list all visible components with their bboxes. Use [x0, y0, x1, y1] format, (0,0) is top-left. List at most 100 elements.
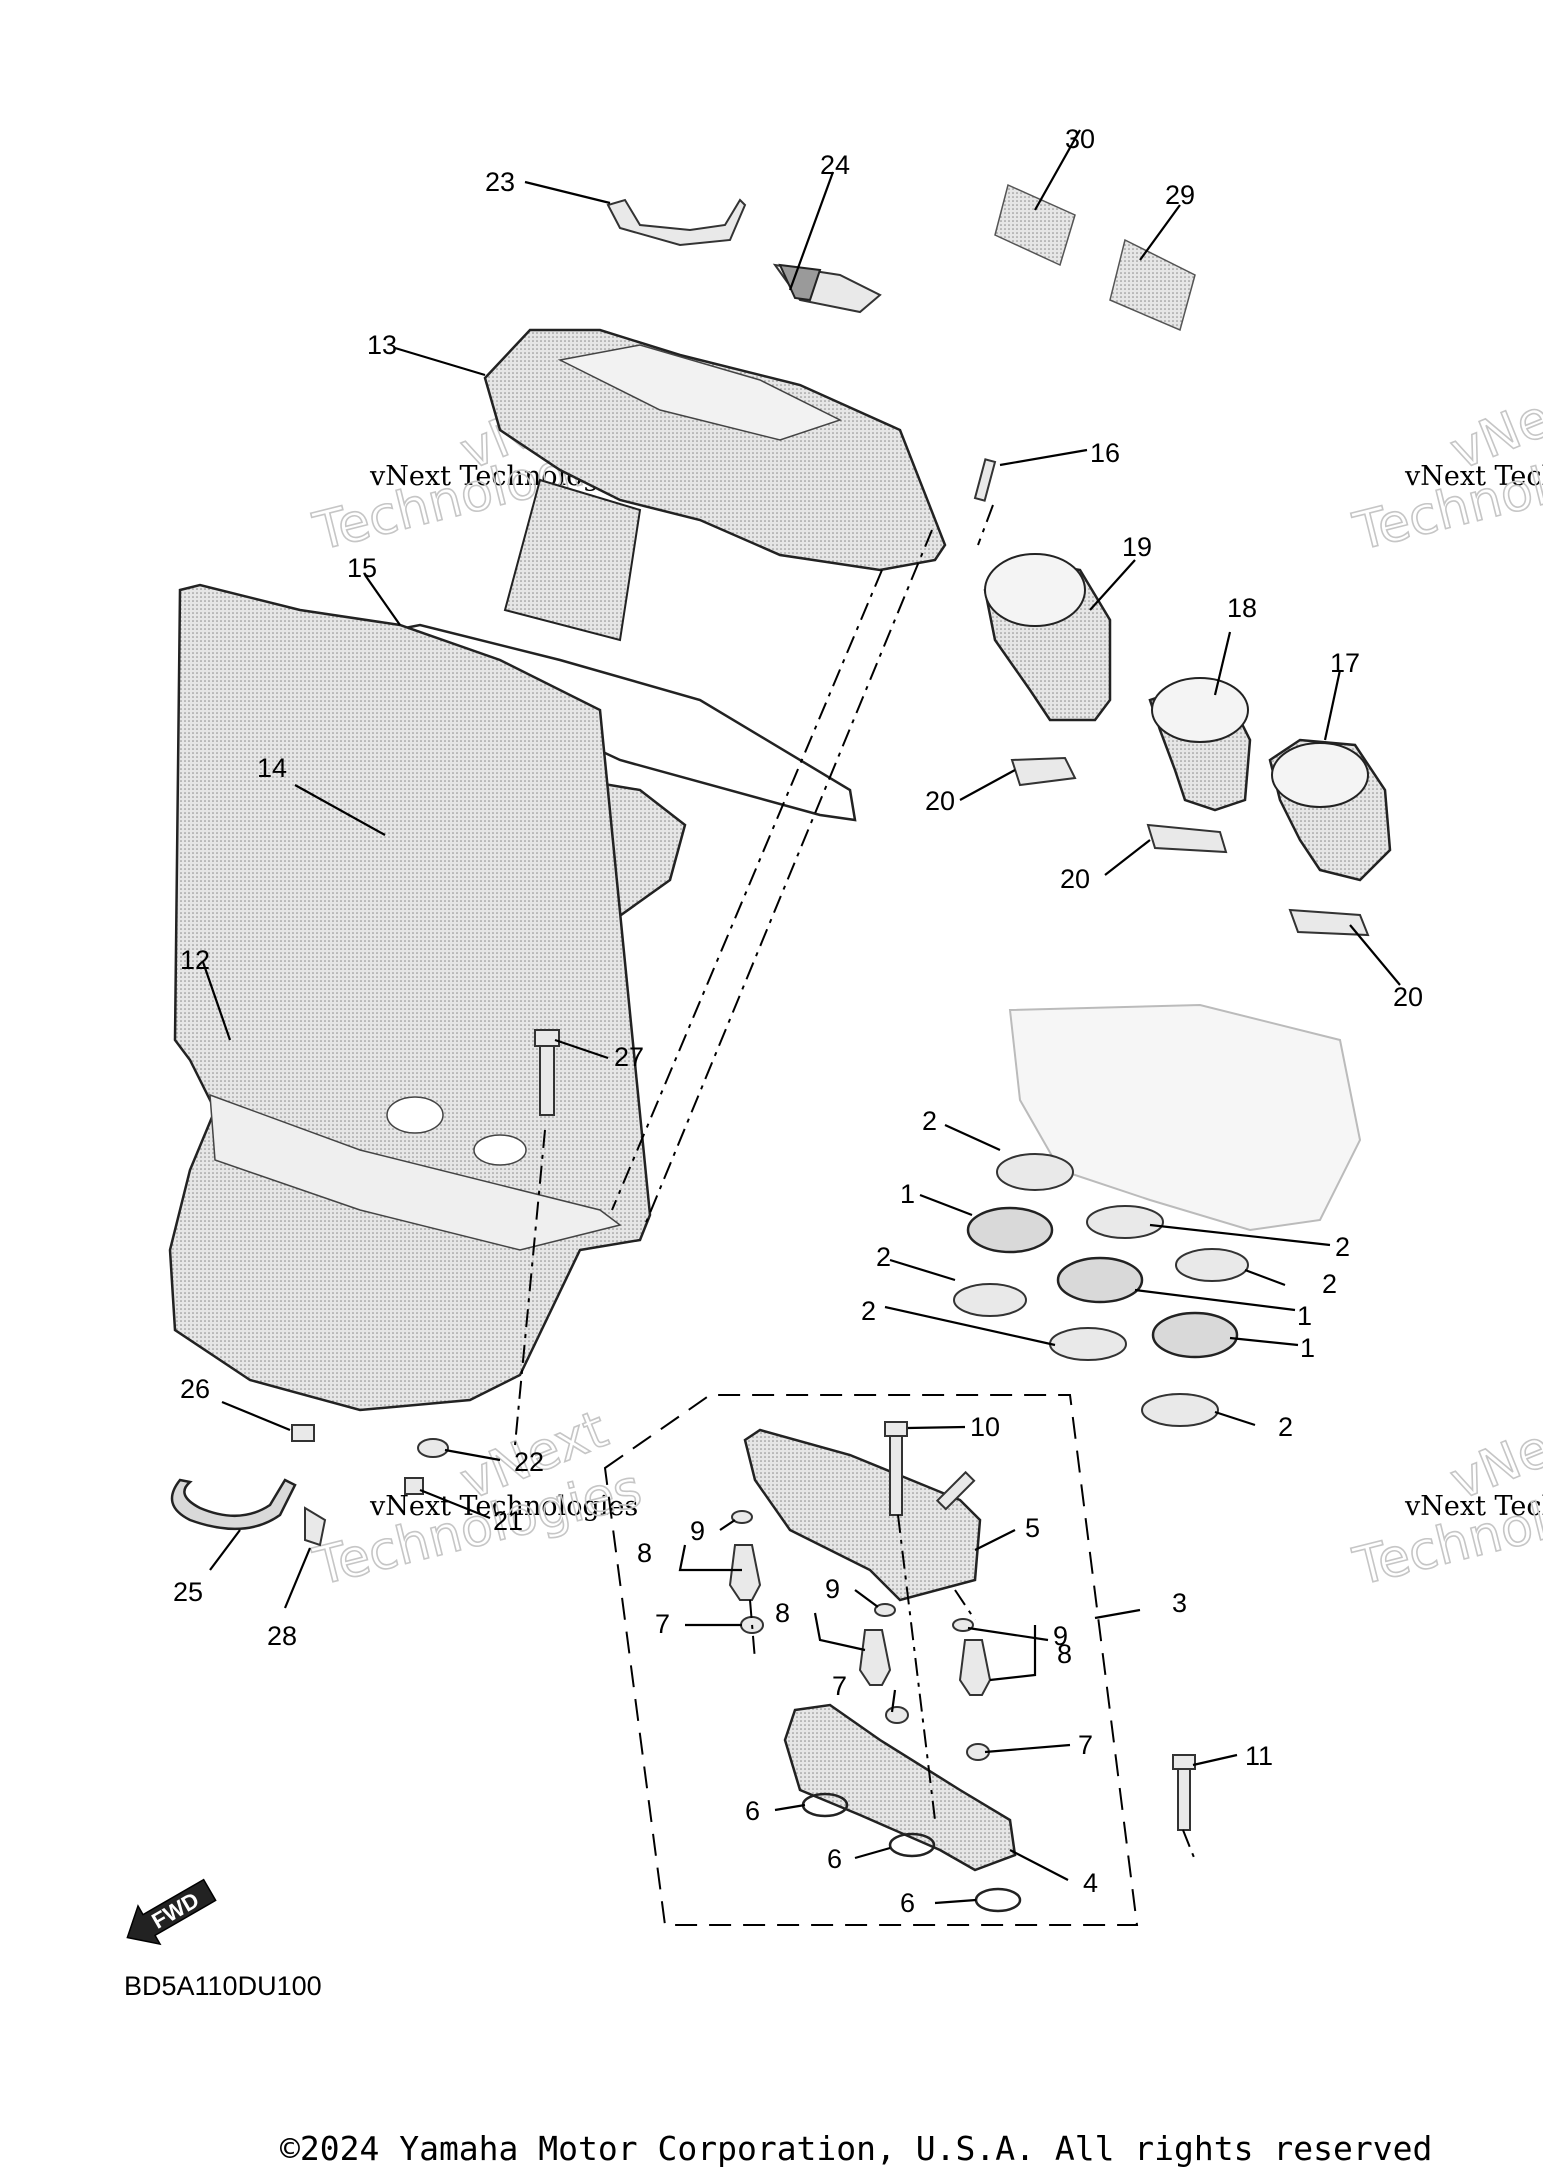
callout-2: 2: [1322, 1269, 1337, 1299]
watermark-text: vNext Technologies: [1404, 1491, 1543, 1522]
bolt-11: [1177, 1764, 1191, 1831]
joint-1: [1056, 1256, 1144, 1304]
clip-28: [304, 1506, 327, 1547]
fuel-rail: [743, 1428, 982, 1602]
bolt-27: [539, 1039, 555, 1116]
part-21: [404, 1477, 424, 1495]
diagram-code: BD5A110DU100: [124, 1971, 322, 2001]
funnel-17-mouth: [1271, 742, 1369, 808]
seal-7: [885, 1706, 909, 1724]
lower-hole: [473, 1134, 527, 1166]
o-ring-9: [874, 1603, 896, 1617]
callout-16: 16: [1090, 438, 1120, 468]
clamp-2: [1141, 1393, 1219, 1427]
callout-7: 7: [655, 1609, 670, 1639]
callout-8: 8: [637, 1538, 652, 1568]
callout-9: 9: [690, 1516, 705, 1546]
callout-24: 24: [820, 150, 850, 180]
callout-4: 4: [1083, 1868, 1098, 1898]
injector-8: [858, 1629, 892, 1686]
watermark-text: vNext Technologies: [369, 1491, 638, 1522]
clamp-2: [953, 1283, 1027, 1317]
callout-27: 27: [614, 1042, 644, 1072]
clamp-2: [1049, 1327, 1127, 1361]
lower-rim: [209, 1093, 622, 1251]
callout-2: 2: [861, 1296, 876, 1326]
funnel-19-mouth: [984, 553, 1086, 627]
callout-6: 6: [827, 1844, 842, 1874]
sheet-30: [994, 183, 1076, 267]
clamp-2: [1175, 1248, 1249, 1282]
throttle-body: [1008, 1003, 1362, 1232]
callout-5: 5: [1025, 1513, 1040, 1543]
clamp-20: [1146, 823, 1228, 854]
callout-1: 1: [1297, 1301, 1312, 1331]
clamp-20: [1010, 756, 1077, 787]
clamp-2: [1086, 1205, 1164, 1239]
part-26: [291, 1424, 315, 1442]
callout-7: 7: [1078, 1730, 1093, 1760]
copyright-notice: ©2024 Yamaha Motor Corporation, U.S.A. A…: [280, 2129, 1432, 2168]
ring-6: [974, 1887, 1022, 1913]
callout-22: 22: [514, 1447, 544, 1477]
air-box-lower: [168, 583, 652, 1412]
callout-14: 14: [257, 753, 287, 783]
callout-6: 6: [745, 1796, 760, 1826]
joint-1: [1151, 1311, 1239, 1359]
fuel-rail-nipple: [935, 1470, 976, 1511]
callout-8: 8: [1057, 1639, 1072, 1669]
callout-15: 15: [347, 553, 377, 583]
assembly-group-box: [603, 1394, 1139, 1926]
pin-16: [973, 458, 997, 502]
bolt-10: [889, 1429, 903, 1516]
leader-lines: [201, 129, 1401, 1905]
callout-10: 10: [970, 1412, 1000, 1442]
injector-8: [958, 1639, 992, 1696]
bolt-11-head: [1172, 1754, 1196, 1770]
joint-1: [966, 1206, 1054, 1254]
callout-3: 3: [1172, 1588, 1187, 1618]
clamp-2: [996, 1153, 1074, 1191]
callout-8: 8: [775, 1598, 790, 1628]
callout-29: 29: [1165, 180, 1195, 210]
callout-12: 12: [180, 945, 210, 975]
bolt-10-head: [884, 1421, 908, 1437]
callout-11: 11: [1245, 1741, 1273, 1771]
callout-20: 20: [1393, 982, 1423, 1012]
callout-19: 19: [1122, 532, 1152, 562]
parts: [168, 183, 1392, 1913]
callout-21: 21: [493, 1506, 523, 1536]
cover-duct: [503, 478, 642, 642]
callout-7: 7: [832, 1671, 847, 1701]
bracket-23: [606, 198, 747, 247]
ring-6: [888, 1832, 936, 1858]
o-ring-9: [731, 1510, 753, 1524]
callout-23: 23: [485, 167, 515, 197]
callout-26: 26: [180, 1374, 210, 1404]
funnel-18-mouth: [1151, 677, 1249, 743]
callout-17: 17: [1330, 648, 1360, 678]
callout-2: 2: [1278, 1412, 1293, 1442]
clip-22: [417, 1438, 449, 1458]
watermark-text: vNext Technologies: [1404, 461, 1543, 492]
hose-25: [170, 1478, 297, 1531]
callout-25: 25: [173, 1577, 203, 1607]
callout-20: 20: [925, 786, 955, 816]
bolt-27-head: [534, 1029, 560, 1047]
lower-hole: [386, 1096, 444, 1134]
intake-manifold: [783, 1703, 1017, 1872]
callout-13: 13: [367, 330, 397, 360]
clamp-20: [1288, 908, 1370, 937]
callout-9: 9: [825, 1574, 840, 1604]
callouts: 30 29 23 24 13 16 15 19 18 17 14 20 20 2…: [173, 124, 1423, 1918]
callout-20: 20: [1060, 864, 1090, 894]
fwd-arrow: FWD: [126, 1878, 217, 1946]
install-lines: [514, 504, 1196, 1861]
callout-30: 30: [1065, 124, 1095, 154]
cover-opening: [557, 344, 842, 441]
callout-2: 2: [1335, 1232, 1350, 1262]
callout-28: 28: [267, 1621, 297, 1651]
fwd-arrow-icon: [126, 1878, 217, 1946]
callout-1: 1: [900, 1179, 915, 1209]
